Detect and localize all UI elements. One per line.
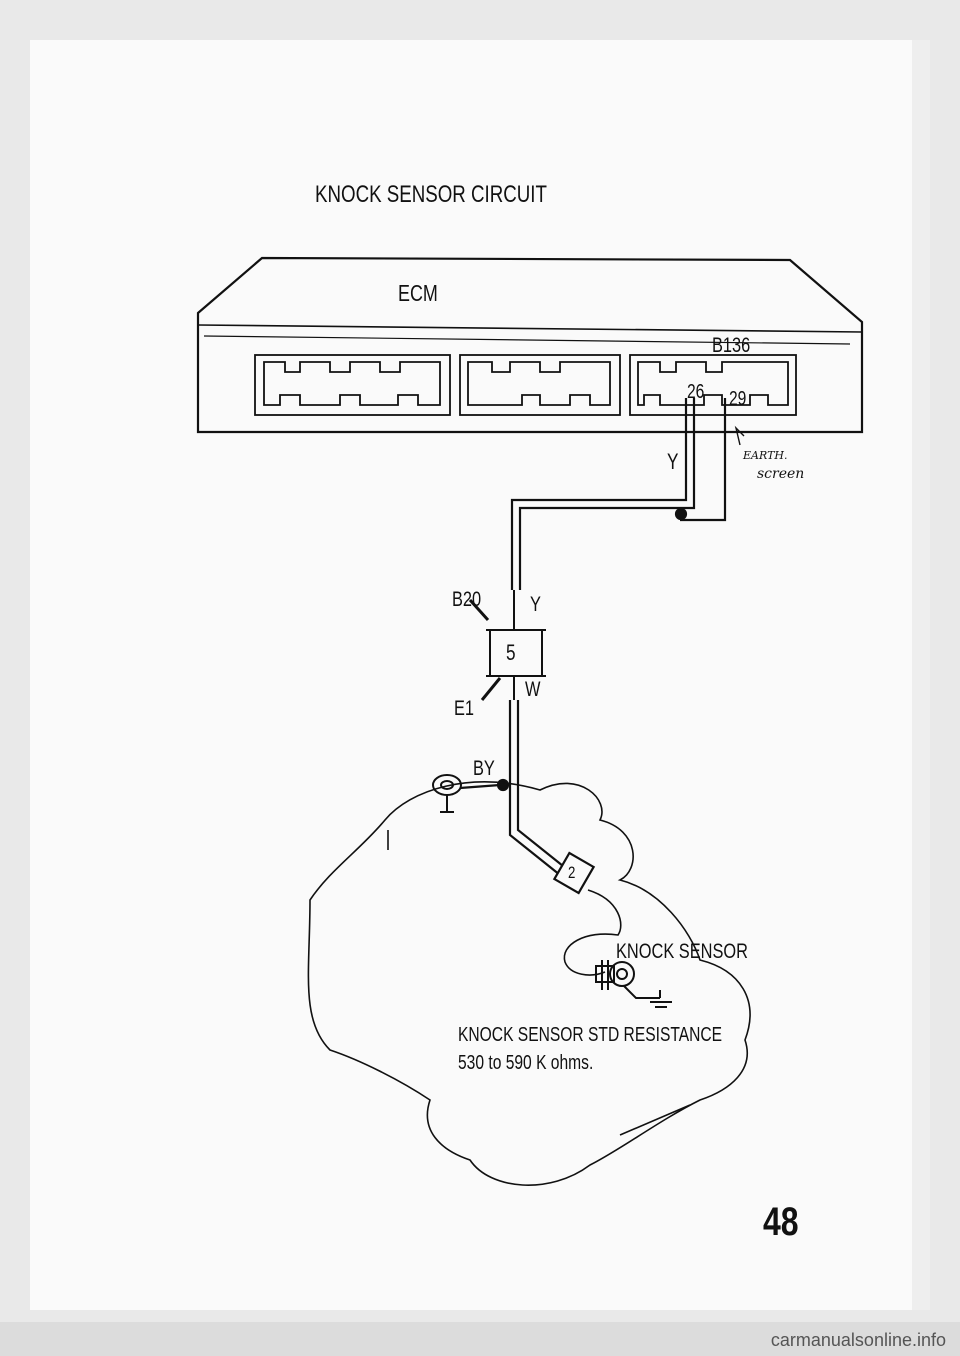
resistance-spec-line-2: 530 to 590 K ohms. — [458, 1052, 594, 1074]
connector-5-number: 5 — [506, 640, 516, 665]
pin-29-label: 29 — [729, 388, 747, 410]
wire-y-lower-label: Y — [530, 593, 541, 616]
connector-2-number: 2 — [568, 863, 576, 882]
connector-5 — [468, 590, 546, 701]
page-number: 48 — [763, 1200, 799, 1244]
knock-sensor-wire — [563, 889, 622, 976]
diagram-title: KNOCK SENSOR CIRCUIT — [315, 181, 547, 208]
engine-outline — [307, 781, 751, 1186]
screen-note: screen — [757, 466, 805, 482]
lower-harness — [459, 700, 596, 895]
ecm-label: ECM — [398, 280, 438, 306]
footer-watermark: carmanualsonline.info — [770, 1330, 946, 1350]
connector-b136-label: B136 — [712, 334, 751, 357]
knock-sensor-label: KNOCK SENSOR — [616, 940, 748, 963]
connector-e1-label: E1 — [454, 697, 475, 720]
earth-arrow — [734, 425, 745, 446]
ecm-connector-left — [254, 354, 451, 416]
ecm-connector-middle — [459, 354, 621, 416]
earth-note: EARTH. — [743, 449, 788, 462]
resistance-spec-line-1: KNOCK SENSOR STD RESISTANCE — [458, 1024, 723, 1046]
wire-w-label: W — [525, 678, 541, 701]
connector-b20-label: B20 — [452, 588, 482, 611]
wire-by-label: BY — [473, 757, 495, 780]
ecm-housing — [196, 256, 864, 434]
manual-page — [30, 40, 930, 1310]
ecm-connector-b136 — [629, 354, 797, 416]
wire-y-upper-label: Y — [667, 449, 679, 474]
footer-bar — [0, 1322, 960, 1356]
knock-sensor — [595, 960, 672, 1008]
ecm-wires — [510, 398, 727, 590]
pin-26-label: 26 — [687, 381, 705, 403]
page-edge — [912, 40, 930, 1310]
earth-point — [432, 774, 462, 813]
